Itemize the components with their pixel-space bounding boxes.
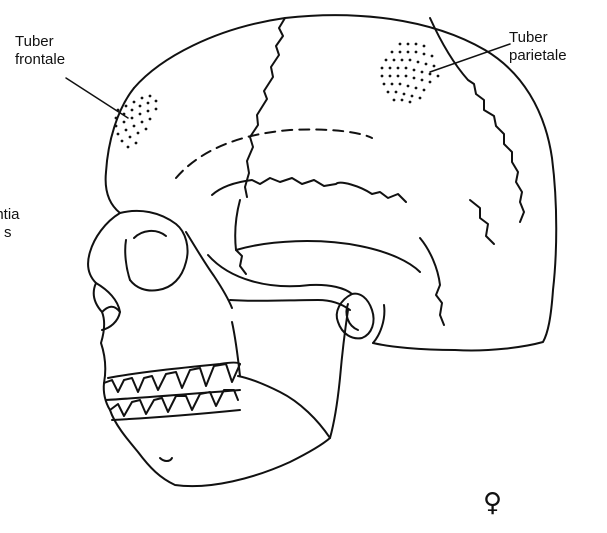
label-prominentia-line1: rantia xyxy=(0,206,20,224)
label-tuber-frontale: Tuber frontale xyxy=(15,33,65,69)
orbit-inner xyxy=(134,231,166,238)
label-tuber-parietale: Tuber parietale xyxy=(509,29,567,65)
mastoid-process xyxy=(337,294,374,339)
coronal-suture xyxy=(245,18,285,197)
tuber-parietale-dots xyxy=(381,43,440,104)
forehead-outline xyxy=(88,88,134,383)
squamous-lower xyxy=(235,200,246,274)
orbit-floor xyxy=(125,240,130,280)
zygomatic-arch xyxy=(208,255,352,294)
female-symbol: ♀ xyxy=(483,488,502,518)
label-tuber-parietale-line1: Tuber xyxy=(509,29,567,47)
zygomatic-arch-lower xyxy=(230,300,350,310)
label-prominentia-cut: rantia s xyxy=(0,206,20,242)
leader-frontale xyxy=(66,78,128,118)
occipital-suture xyxy=(470,200,494,244)
label-tuber-frontale-line2: frontale xyxy=(15,51,65,69)
temporal-line-dashed xyxy=(176,129,372,178)
squamous-suture xyxy=(212,178,406,202)
label-tuber-frontale-line1: Tuber xyxy=(15,33,65,51)
temporal-line xyxy=(236,241,420,272)
teeth-roots xyxy=(112,410,240,420)
parietomastoid-suture xyxy=(420,238,444,325)
label-tuber-parietale-line2: parietale xyxy=(509,47,567,65)
maxilla-front xyxy=(104,383,110,410)
tuber-frontale-dots xyxy=(115,95,158,149)
mental-foramen xyxy=(160,458,172,461)
nasal-bone xyxy=(102,307,120,312)
label-prominentia-line2: s xyxy=(0,224,20,242)
occipital-lower xyxy=(373,305,384,343)
mandible-ramus xyxy=(238,376,330,438)
